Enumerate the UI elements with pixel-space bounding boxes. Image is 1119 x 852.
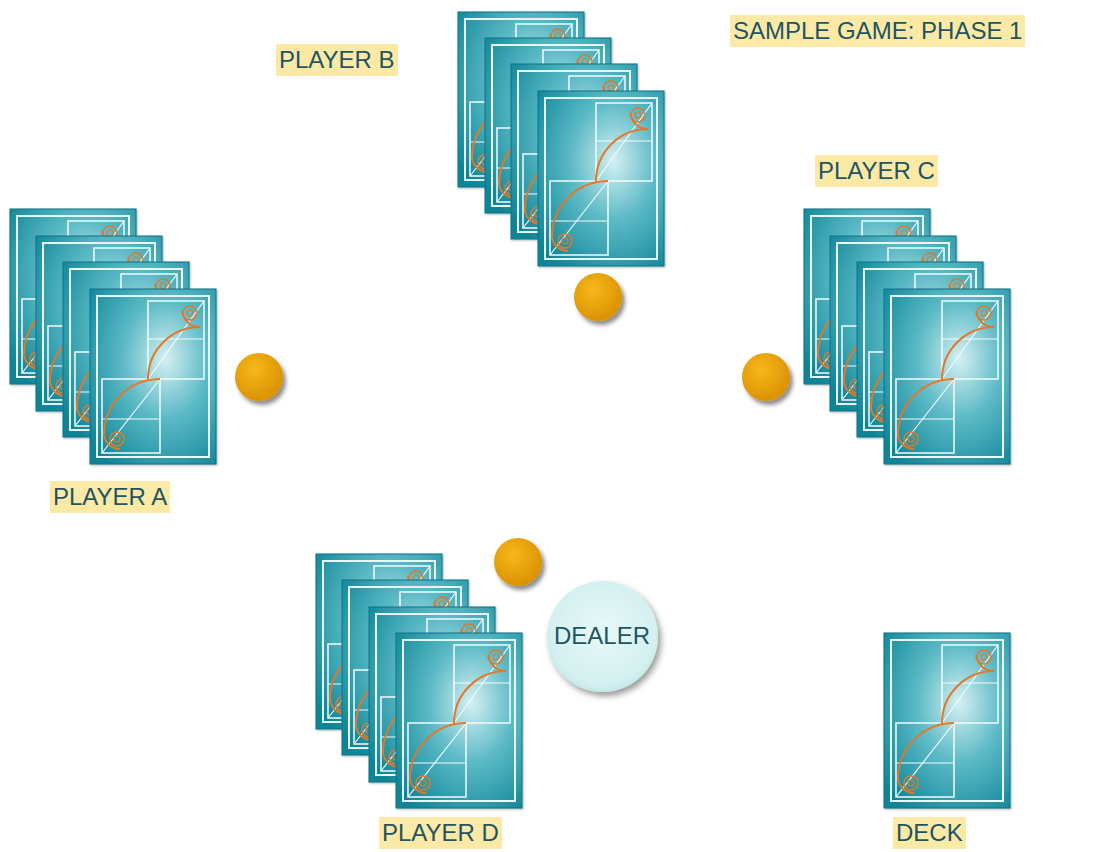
card-stack [804,209,1010,464]
card-stack [316,554,522,808]
chip [574,273,622,321]
player-label: PLAYER A [50,481,170,513]
chip [494,538,542,586]
card [884,289,1010,464]
dealer-disc [547,581,658,692]
dealer-button: DEALER [546,580,659,693]
chip [742,353,790,401]
player-label: PLAYER D [379,817,502,849]
card [538,91,664,266]
card [396,633,522,808]
player-label: PLAYER C [815,155,938,187]
card-stack [458,12,664,266]
deck-card [884,633,1010,808]
player-label: DECK [893,817,966,849]
dealer-text: DEALER [554,622,650,650]
player-label: PLAYER B [276,44,398,76]
card-stack [10,209,216,464]
card [90,289,216,464]
chip [235,353,283,401]
title-label: SAMPLE GAME: PHASE 1 [730,15,1025,47]
